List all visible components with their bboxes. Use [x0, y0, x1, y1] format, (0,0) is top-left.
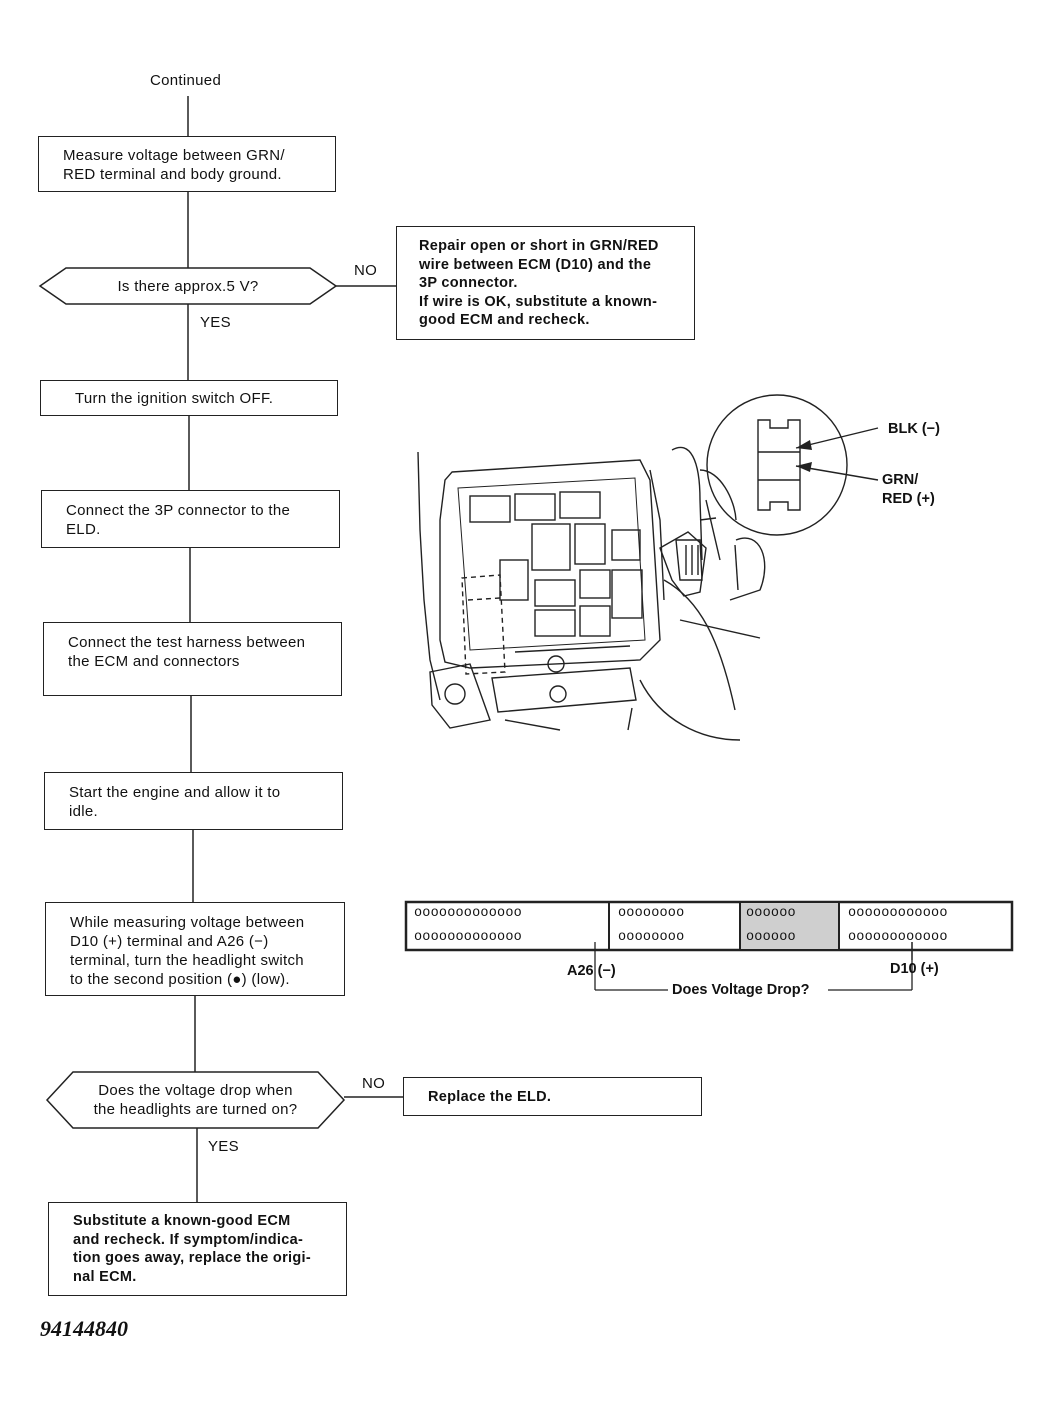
no-label: NO: [362, 1075, 386, 1092]
step-text-line: to the second position (●) (low).: [70, 971, 290, 988]
step-text-line: D10 (+) terminal and A26 (−): [70, 933, 269, 950]
outcome-text-line: Repair open or short in GRN/RED: [419, 238, 659, 254]
outcome-replace-eld: Replace the ELD.: [403, 1077, 702, 1116]
step-text-line: nal ECM.: [73, 1268, 137, 1285]
shaded-connector-section: [741, 903, 838, 949]
step-text-line: the ECM and connectors: [68, 653, 240, 670]
connector-b-pins-row1: oooooooo: [618, 906, 685, 921]
decision-text-line: the headlights are turned on?: [93, 1101, 298, 1118]
outcome-text-line: If wire is OK, substitute a known-: [419, 293, 658, 310]
d10-terminal-label: D10 (+): [890, 961, 939, 977]
outcome-text-line: Replace the ELD.: [428, 1089, 552, 1105]
decision-voltage-drop: Does the voltage drop when the headlight…: [73, 1081, 318, 1119]
step-text-line: While measuring voltage between: [70, 914, 305, 931]
ecm-connector-illustration: [404, 900, 1014, 952]
step-measure-voltage: Measure voltage between GRN/ RED termina…: [38, 136, 336, 192]
outcome-text-line: wire between ECM (D10) and the: [419, 256, 652, 273]
step-text-line: Start the engine and allow it to: [69, 784, 281, 801]
document-number: 94144840: [40, 1316, 128, 1341]
step-start-engine: Start the engine and allow it to idle.: [44, 772, 343, 830]
step-ignition-off: Turn the ignition switch OFF.: [40, 380, 338, 416]
step-substitute-ecm: Substitute a known-good ECM and recheck.…: [48, 1202, 347, 1296]
step-text-line: Measure voltage between GRN/: [63, 147, 285, 164]
connector-c-pins-row2: oooooo: [746, 930, 796, 945]
step-connect-3p: Connect the 3P connector to the ELD.: [41, 490, 340, 548]
step-text-line: Connect the 3P connector to the: [66, 502, 291, 519]
step-connect-harness: Connect the test harness between the ECM…: [43, 622, 342, 696]
grn-red-callout-line1: GRN/: [882, 472, 919, 488]
connector-a-pins-row1: ooooooooooooo: [414, 906, 522, 921]
step-text-line: Connect the test harness between: [68, 634, 306, 651]
decision-approx-5v: Is there approx.5 V?: [117, 278, 259, 295]
step-measure-headlight: While measuring voltage between D10 (+) …: [45, 902, 345, 996]
continued-label: Continued: [150, 72, 222, 89]
step-text-line: Substitute a known-good ECM: [73, 1213, 291, 1229]
step-text-line: RED terminal and body ground.: [63, 166, 282, 183]
connector-d-pins-row2: oooooooooooo: [848, 930, 948, 945]
grn-red-callout-line2: RED (+): [882, 491, 935, 507]
fuse-box-illustration: [417, 394, 879, 741]
voltage-drop-label: Does Voltage Drop?: [672, 982, 810, 998]
a26-terminal-label: A26 (−): [567, 963, 616, 979]
connector-a-pins-row2: ooooooooooooo: [414, 930, 522, 945]
outcome-text-line: 3P connector.: [419, 275, 518, 291]
connector-d-pins-row1: oooooooooooo: [848, 906, 948, 921]
outcome-text-line: good ECM and recheck.: [419, 312, 590, 328]
step-text-line: ELD.: [66, 521, 101, 538]
yes-label: YES: [208, 1138, 239, 1155]
connector-c-pins-row1: oooooo: [746, 906, 796, 921]
connector-b-pins-row2: oooooooo: [618, 930, 685, 945]
step-text-line: idle.: [69, 803, 99, 820]
outcome-repair-wire: Repair open or short in GRN/RED wire bet…: [396, 226, 695, 340]
step-text-line: tion goes away, replace the origi-: [73, 1250, 311, 1266]
yes-label: YES: [200, 314, 231, 331]
step-text-line: terminal, turn the headlight switch: [70, 952, 304, 969]
decision-text-line: Does the voltage drop when: [98, 1082, 293, 1099]
no-label: NO: [354, 262, 378, 279]
step-text-line: Turn the ignition switch OFF.: [75, 390, 274, 407]
blk-callout: BLK (−): [888, 421, 940, 437]
step-text-line: and recheck. If symptom/indica-: [73, 1231, 304, 1248]
